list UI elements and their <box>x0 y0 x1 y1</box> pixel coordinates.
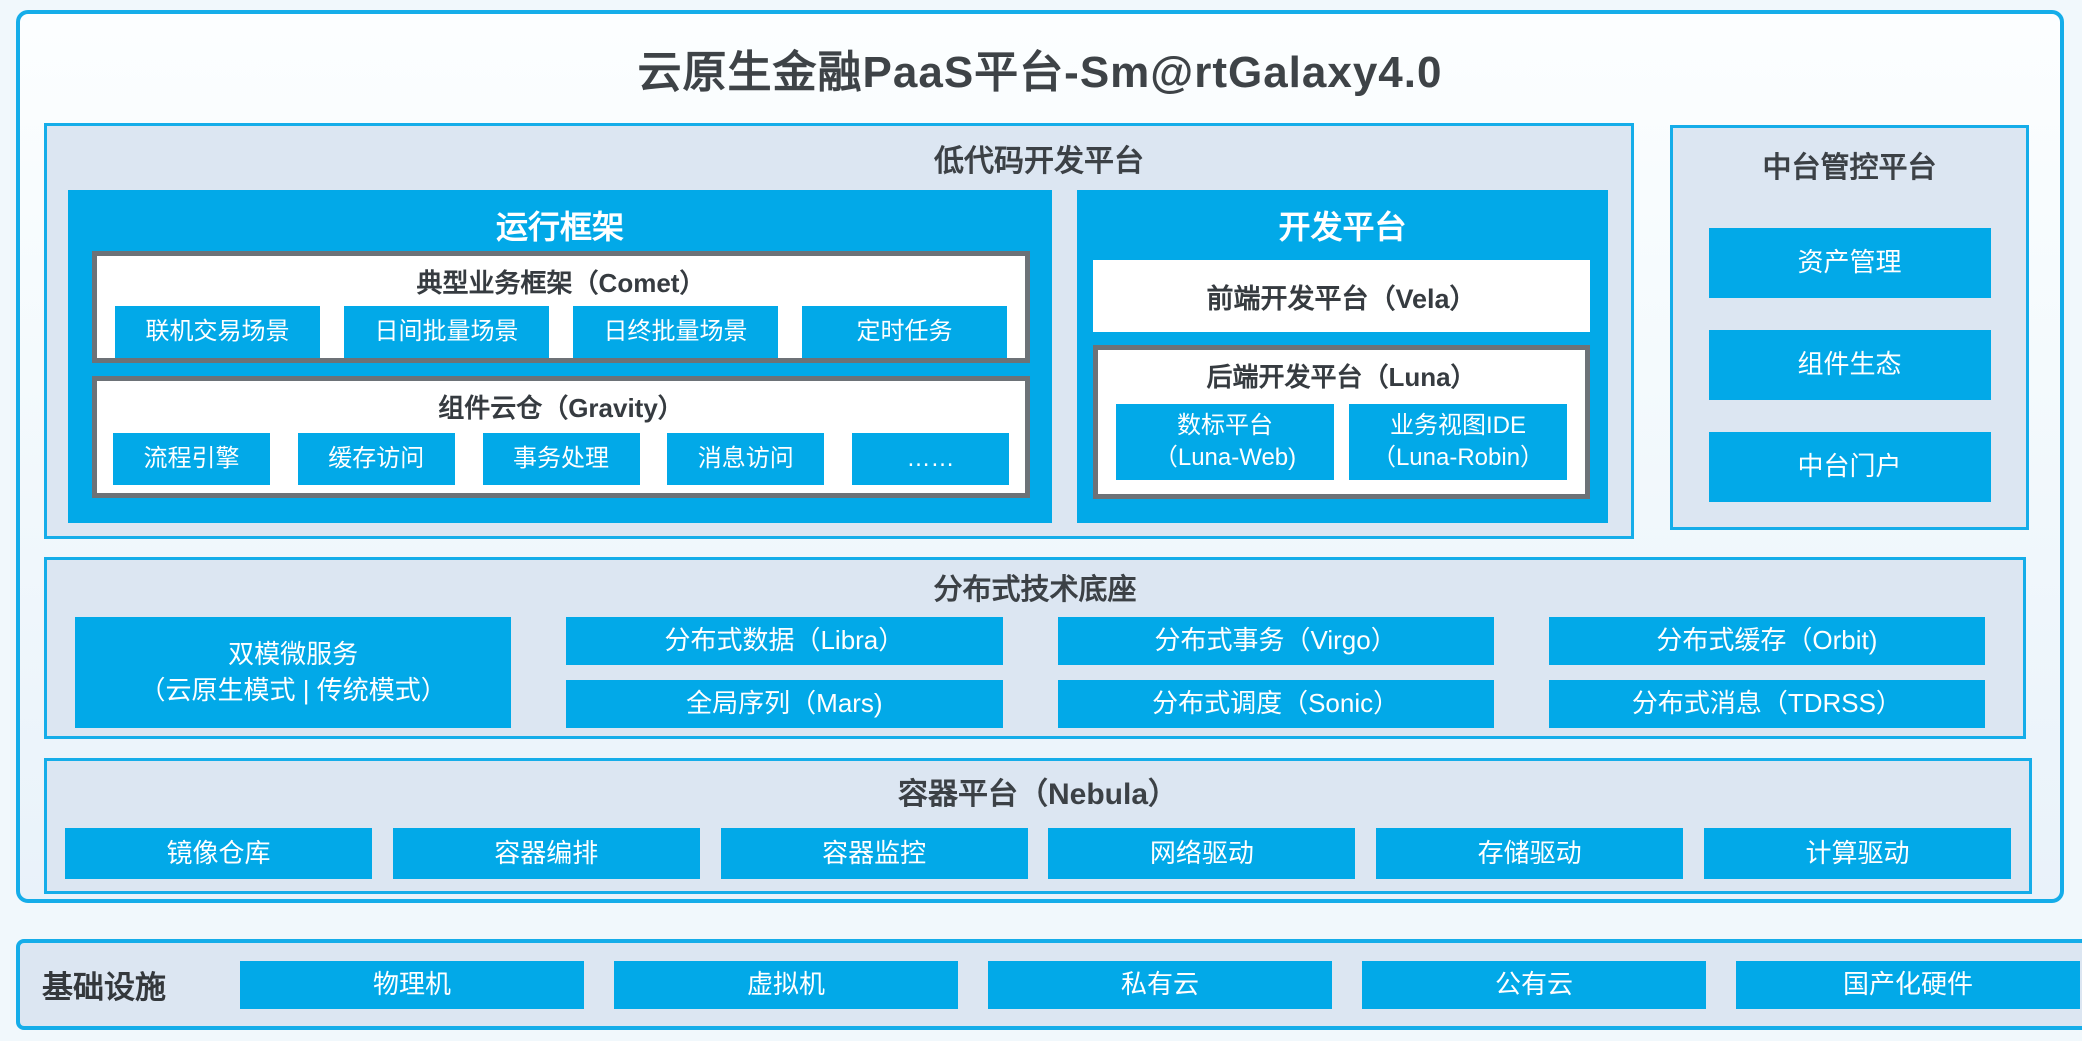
distributed-item: 分布式事务（Virgo） <box>1057 617 1494 665</box>
midplatform-panel: 中台管控平台 资产管理 组件生态 中台门户 <box>1670 125 2029 530</box>
comet-item: 日间批量场景 <box>344 306 549 358</box>
distributed-item: 全局序列（Mars) <box>566 680 1003 728</box>
gravity-item: 消息访问 <box>667 433 825 485</box>
comet-framework-box: 典型业务框架（Comet） 联机交易场景 日间批量场景 日终批量场景 定时任务 <box>92 251 1030 363</box>
container-items-row: 镜像仓库 容器编排 容器监控 网络驱动 存储驱动 计算驱动 <box>65 828 2011 879</box>
distributed-base-title: 分布式技术底座 <box>933 574 1137 606</box>
distributed-column: 分布式事务（Virgo） 分布式调度（Sonic） <box>1057 617 1494 728</box>
luna-backend-title: 后端开发平台（Luna） <box>1206 362 1477 392</box>
midplatform-item: 资产管理 <box>1708 228 1991 298</box>
luna-item-line1: 业务视图IDE <box>1389 411 1526 439</box>
gravity-item: 缓存访问 <box>297 433 455 485</box>
comet-items-row: 联机交易场景 日间批量场景 日终批量场景 定时任务 <box>97 306 1025 358</box>
page-title: 云原生金融PaaS平台-Sm@rtGalaxy4.0 <box>637 48 1443 97</box>
gravity-warehouse-box: 组件云仓（Gravity） 流程引擎 缓存访问 事务处理 消息访问 …… <box>92 376 1030 498</box>
comet-item: 定时任务 <box>802 306 1007 358</box>
dual-mode-microservice: 双模微服务 （云原生模式 | 传统模式） <box>75 617 512 728</box>
infrastructure-item: 公有云 <box>1362 960 1706 1009</box>
distributed-column: 分布式数据（Libra） 全局序列（Mars) <box>566 617 1003 728</box>
gravity-item: …… <box>852 433 1009 485</box>
distributed-item: 分布式消息（TDRSS） <box>1548 680 1985 728</box>
distributed-item: 分布式缓存（Orbit) <box>1548 617 1985 665</box>
container-platform-title: 容器平台（Nebula） <box>897 778 1179 811</box>
gravity-warehouse-title: 组件云仓（Gravity） <box>438 393 684 423</box>
distributed-grid: 双模微服务 （云原生模式 | 传统模式） 分布式数据（Libra） 全局序列（M… <box>75 617 1985 728</box>
vela-frontend-box: 前端开发平台（Vela） <box>1093 260 1590 332</box>
container-item: 容器编排 <box>392 828 700 879</box>
luna-item-line1: 数标平台 <box>1177 411 1273 439</box>
main-frame: 云原生金融PaaS平台-Sm@rtGalaxy4.0 低代码开发平台 运行框架 … <box>16 10 2064 903</box>
distributed-item: 分布式数据（Libra） <box>566 617 1003 665</box>
comet-item: 日终批量场景 <box>573 306 778 358</box>
infrastructure-items: 物理机 虚拟机 私有云 公有云 国产化硬件 <box>240 960 2080 1009</box>
runtime-framework-title: 运行框架 <box>495 209 624 245</box>
infrastructure-title: 基础设施 <box>42 970 166 1005</box>
dev-platform-title: 开发平台 <box>1278 209 1407 245</box>
runtime-framework-box: 运行框架 典型业务框架（Comet） 联机交易场景 日间批量场景 日终批量场景 … <box>68 190 1052 523</box>
distributed-item: 分布式调度（Sonic） <box>1057 680 1494 728</box>
luna-item-robin: 业务视图IDE （Luna-Robin） <box>1349 404 1567 480</box>
lowcode-platform-panel: 低代码开发平台 运行框架 典型业务框架（Comet） 联机交易场景 日间批量场景… <box>44 123 1634 539</box>
luna-items-row: 数标平台 （Luna-Web) 业务视图IDE （Luna-Robin） <box>1098 404 1585 480</box>
infrastructure-strip: 基础设施 物理机 虚拟机 私有云 公有云 国产化硬件 <box>16 939 2082 1030</box>
container-item: 网络驱动 <box>1048 828 1356 879</box>
lowcode-platform-title: 低代码开发平台 <box>934 145 1144 178</box>
distributed-column: 分布式缓存（Orbit) 分布式消息（TDRSS） <box>1548 617 1985 728</box>
comet-item: 联机交易场景 <box>115 306 320 358</box>
midplatform-item: 组件生态 <box>1708 330 1991 400</box>
infrastructure-item: 虚拟机 <box>614 960 958 1009</box>
container-platform-panel: 容器平台（Nebula） 镜像仓库 容器编排 容器监控 网络驱动 存储驱动 计算… <box>44 758 2032 894</box>
container-item: 计算驱动 <box>1703 828 2011 879</box>
dev-platform-box: 开发平台 前端开发平台（Vela） 后端开发平台（Luna） 数标平台 （Lun… <box>1077 190 1608 523</box>
gravity-item: 流程引擎 <box>113 433 270 485</box>
container-item: 镜像仓库 <box>65 828 372 879</box>
infrastructure-item: 物理机 <box>240 960 584 1009</box>
gravity-item: 事务处理 <box>482 433 640 485</box>
container-item: 容器监控 <box>720 828 1028 879</box>
gravity-items-row: 流程引擎 缓存访问 事务处理 消息访问 …… <box>97 433 1025 485</box>
container-item: 存储驱动 <box>1376 828 1684 879</box>
distributed-base-panel: 分布式技术底座 双模微服务 （云原生模式 | 传统模式） 分布式数据（Libra… <box>44 557 2026 739</box>
luna-item-web: 数标平台 （Luna-Web) <box>1116 404 1334 480</box>
luna-item-line2: （Luna-Robin） <box>1371 444 1545 471</box>
midplatform-items: 资产管理 组件生态 中台门户 <box>1673 228 2026 502</box>
comet-framework-title: 典型业务框架（Comet） <box>416 268 706 298</box>
dual-mode-line1: 双模微服务 <box>228 639 359 670</box>
luna-backend-box: 后端开发平台（Luna） 数标平台 （Luna-Web) 业务视图IDE （Lu… <box>1093 345 1590 499</box>
infrastructure-item: 国产化硬件 <box>1736 960 2080 1009</box>
midplatform-item: 中台门户 <box>1708 432 1991 502</box>
luna-item-line2: （Luna-Web) <box>1153 444 1297 471</box>
infrastructure-item: 私有云 <box>988 960 1332 1009</box>
midplatform-title: 中台管控平台 <box>1762 152 1937 184</box>
dual-mode-line2: （云原生模式 | 传统模式） <box>139 674 447 705</box>
